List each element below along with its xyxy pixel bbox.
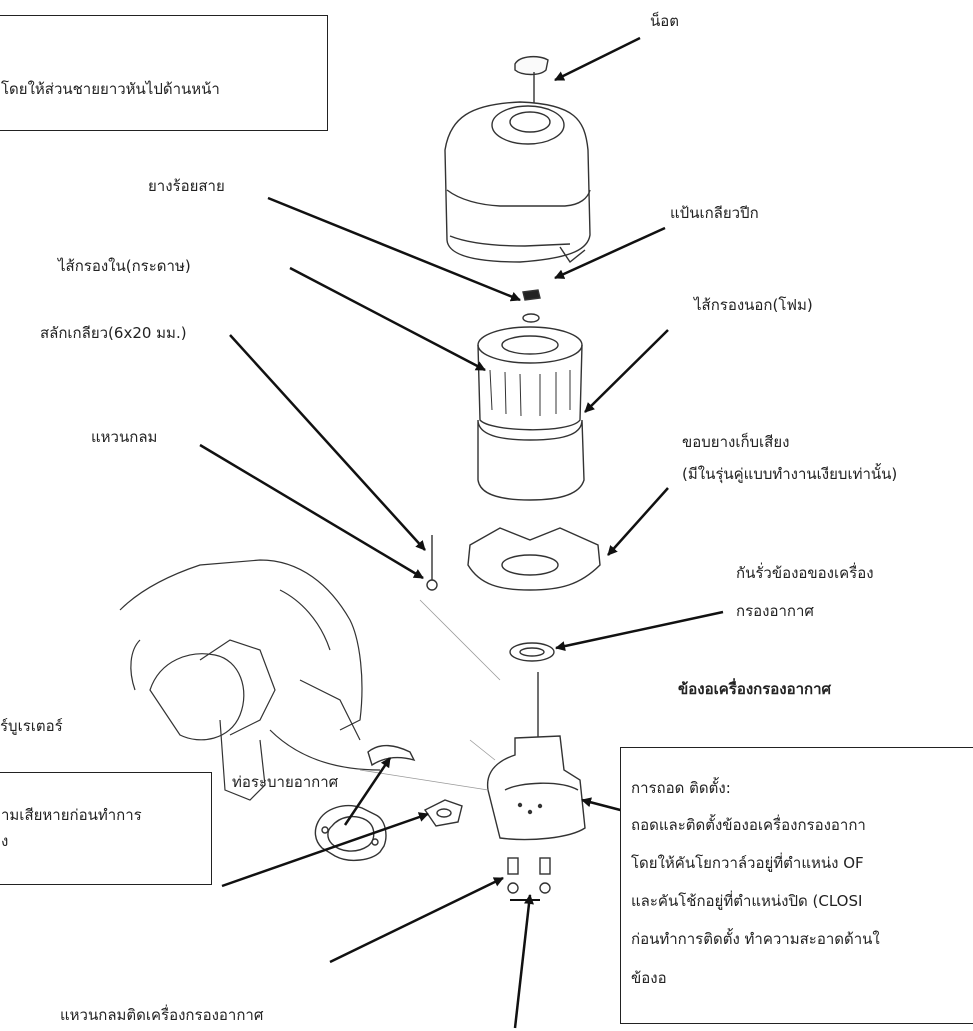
label-elbow-seal-1: กันรั่วข้องอของเครื่อง	[736, 564, 874, 582]
stud-bolt-part	[426, 535, 539, 740]
top-note-text: โดยให้ส่วนชายยาวหันไปด้านหน้า	[1, 80, 220, 98]
label-sound-seal-2: (มีในรุ่นคู่แบบทำงานเงียบเท่านั้น)	[682, 465, 898, 483]
arrow-wing-nut	[554, 226, 666, 280]
label-filter-washer: แหวนกลมติดเครื่องกรองอากาศ	[60, 1006, 264, 1024]
elbow-seal-part	[509, 642, 555, 662]
arrow-stud-bolt	[229, 334, 426, 551]
arrow-breather-tube	[343, 757, 392, 826]
arrow-washer	[199, 443, 424, 580]
cover-part	[444, 101, 591, 264]
label-breather-tube: ท่อระบายอากาศ	[232, 773, 339, 791]
filter-part	[477, 326, 585, 501]
label-wing-nut: แป้นเกลียวปีก	[670, 204, 759, 222]
label-grommet: ยางร้อยสาย	[148, 177, 225, 195]
arrow-sound-seal	[607, 487, 669, 556]
label-elbow-title: ข้องอเครื่องกรองอากาศ	[678, 680, 832, 698]
arrow-outer-filter	[584, 329, 669, 413]
removal-note-box: การถอด ติดตั้ง: ถอดและติดตั้งข้องอเครื่อ…	[620, 747, 973, 1024]
label-elbow-seal-2: กรองอากาศ	[736, 602, 814, 620]
arrow-filter-washer	[329, 876, 504, 964]
arrow-elbow-seal	[555, 610, 724, 651]
gasket-illustration	[314, 804, 387, 862]
removal-line-4: ก่อนทำการติดตั้ง ทำความสะอาดด้านใ	[631, 930, 880, 948]
sound-seal-part	[467, 527, 601, 591]
arrow-inner-filter	[289, 266, 486, 372]
label-outer-filter: ไส้กรองนอก(โฟม)	[694, 296, 813, 314]
engine-sketch	[119, 559, 381, 801]
grommet-part	[522, 289, 541, 323]
wing-nut-part	[514, 55, 549, 110]
label-stud-bolt: สลักเกลียว(6x20 มม.)	[40, 324, 187, 342]
arrow-nut	[554, 36, 641, 82]
elbow-part	[486, 735, 586, 894]
label-inner-filter: ไส้กรองใน(กระดาษ)	[58, 257, 191, 275]
label-washer: แหวนกลม	[91, 428, 158, 446]
removal-line-0: การถอด ติดตั้ง:	[631, 779, 731, 797]
label-carburetor: ร์บูเรเตอร์	[0, 717, 63, 735]
label-nut: น็อต	[650, 12, 680, 30]
arrow-gasket	[221, 812, 429, 888]
gasket-part	[423, 799, 463, 827]
gasket-note-line1: ามเสียหายก่อนทำการ	[1, 806, 142, 824]
arrow-grommet	[267, 196, 521, 302]
gasket-note-box: ามเสียหายก่อนทำการ ง	[0, 772, 212, 885]
removal-line-1: ถอดและติดตั้งข้องอเครื่องกรองอากา	[631, 816, 866, 834]
top-note-box: โดยให้ส่วนชายยาวหันไปด้านหน้า	[0, 15, 328, 131]
removal-line-5: ข้องอ	[631, 969, 667, 987]
label-sound-seal-1: ขอบยางเก็บเสียง	[682, 433, 790, 451]
removal-line-3: และคันโช้กอยู่ที่ตำแหน่งปิด (CLOSI	[631, 892, 863, 910]
arrow-bottom	[513, 894, 534, 1029]
gasket-note-line2: ง	[1, 832, 9, 850]
removal-line-2: โดยให้คันโยกวาล์วอยู่ที่ตำแหน่ง OF	[631, 854, 864, 872]
breather-tube-part	[367, 744, 416, 767]
